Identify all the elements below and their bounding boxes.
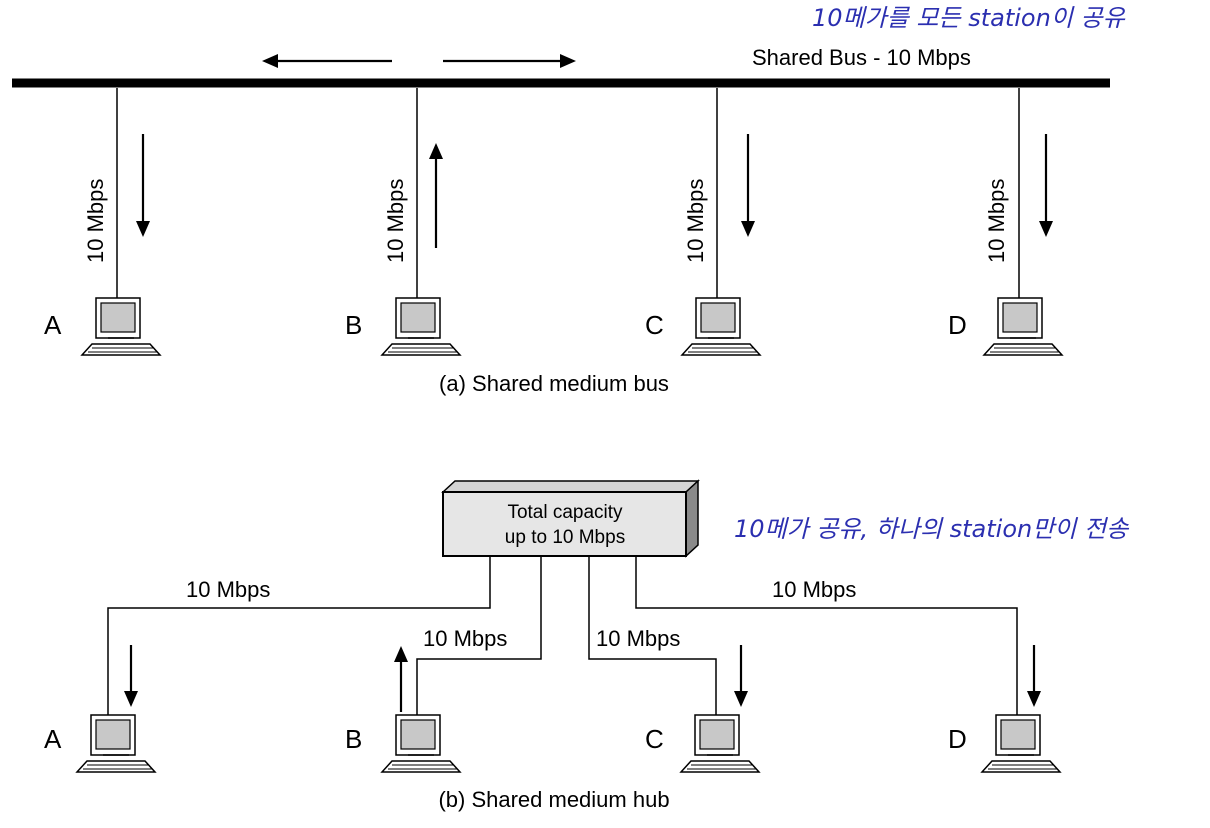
bus-down-arrow-d bbox=[1039, 134, 1053, 237]
annotation-top-note: 10메가를 모든 station이 공유 bbox=[812, 4, 1126, 32]
bus-station-label-d: D bbox=[948, 310, 967, 340]
hub-computer-d-icon bbox=[981, 714, 1061, 773]
hub-station-label-a: A bbox=[44, 724, 62, 754]
hub-wire-c bbox=[588, 556, 717, 715]
hub-station-label-d: D bbox=[948, 724, 967, 754]
hub-wire-a bbox=[107, 556, 491, 715]
hub-down-arrow-d bbox=[1027, 645, 1041, 707]
bus-computer-b-icon bbox=[381, 297, 461, 356]
bus-computer-d-icon bbox=[983, 297, 1063, 356]
hub-station-label-c: C bbox=[645, 724, 664, 754]
hub-down-arrow-c bbox=[734, 645, 748, 707]
hub-capacity-line1: Total capacity bbox=[507, 502, 623, 523]
hub-rate-label-a: 10 Mbps bbox=[186, 577, 270, 602]
hub-rate-label-c: 10 Mbps bbox=[596, 626, 680, 651]
bus-rate-label-c: 10 Mbps bbox=[683, 179, 708, 263]
hub-caption: (b) Shared medium hub bbox=[438, 787, 669, 812]
bus-computer-c-icon bbox=[681, 297, 761, 356]
bus-caption: (a) Shared medium bus bbox=[439, 371, 669, 396]
hub-wire-d bbox=[635, 556, 1018, 715]
annotation-hub-note: 10메가 공유, 하나의 station만이 전송 bbox=[734, 515, 1130, 543]
bus-left-arrow bbox=[262, 54, 392, 68]
hub-capacity-line2: up to 10 Mbps bbox=[505, 527, 625, 548]
bus-down-arrow-c bbox=[741, 134, 755, 237]
bus-station-label-a: A bbox=[44, 310, 62, 340]
hub-box bbox=[441, 479, 700, 558]
hub-computer-a-icon bbox=[76, 714, 156, 773]
hub-computer-b-icon bbox=[381, 714, 461, 773]
hub-up-arrow-b bbox=[394, 646, 408, 712]
bus-computer-a-icon bbox=[81, 297, 161, 356]
hub-wire-b bbox=[416, 556, 542, 715]
bus-right-arrow bbox=[443, 54, 576, 68]
bus-rate-label-d: 10 Mbps bbox=[984, 179, 1009, 263]
hub-station-label-b: B bbox=[345, 724, 362, 754]
bus-station-label-b: B bbox=[345, 310, 362, 340]
hub-computer-c-icon bbox=[680, 714, 760, 773]
bus-up-arrow-b bbox=[429, 143, 443, 248]
bus-station-label-c: C bbox=[645, 310, 664, 340]
hub-rate-label-b: 10 Mbps bbox=[423, 626, 507, 651]
bus-down-arrow-a bbox=[136, 134, 150, 237]
hub-down-arrow-a bbox=[124, 645, 138, 707]
shared-bus-label: Shared Bus - 10 Mbps bbox=[752, 45, 971, 70]
bus-rate-label-b: 10 Mbps bbox=[383, 179, 408, 263]
bus-rate-label-a: 10 Mbps bbox=[83, 179, 108, 263]
hub-rate-label-d: 10 Mbps bbox=[772, 577, 856, 602]
